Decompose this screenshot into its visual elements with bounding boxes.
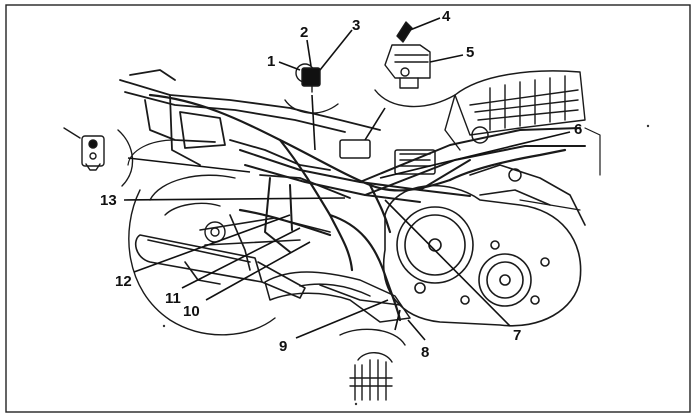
engine <box>383 164 586 327</box>
callout-3: 3 <box>352 17 360 34</box>
leader-inset-top <box>311 94 316 151</box>
callout-10: 10 <box>183 303 200 320</box>
leader-4 <box>409 17 441 31</box>
leader-inset-left <box>127 157 251 173</box>
frame-edges <box>127 127 601 211</box>
leader-7 <box>384 199 511 327</box>
motorcycle-drawing <box>119 69 601 336</box>
leader-8 <box>407 319 426 341</box>
callout-2: 2 <box>300 24 308 41</box>
callout-13: 13 <box>100 192 117 209</box>
callout-5: 5 <box>466 44 474 61</box>
callout-1: 1 <box>267 53 275 70</box>
leader-10 <box>205 241 311 301</box>
diagram-frame <box>5 4 691 413</box>
leader-inset-bottom <box>394 309 401 331</box>
inset-connector-top <box>284 63 339 114</box>
leader-2 <box>306 39 312 67</box>
callout-6: 6 <box>574 121 582 138</box>
leader-5 <box>429 54 464 63</box>
inset-switch-left <box>63 127 134 187</box>
cylinder-head <box>444 70 586 151</box>
leader-lines <box>123 17 571 341</box>
callout-labels: 1 2 3 4 5 6 7 8 9 10 11 12 13 <box>100 8 582 361</box>
inset-pipe-bottom <box>339 328 406 401</box>
leader-inset-top-right <box>364 107 386 141</box>
callout-11: 11 <box>165 290 181 307</box>
leader-6 <box>379 131 571 179</box>
leader-13 <box>123 197 346 201</box>
inset-connector-top-right <box>374 21 456 108</box>
exhaust-pipe <box>264 271 411 323</box>
rear-frame <box>119 69 381 199</box>
swing-arm <box>199 214 401 306</box>
leader-12 <box>133 214 291 273</box>
callout-4: 4 <box>442 8 451 25</box>
callout-12: 12 <box>115 273 132 290</box>
speck-marks <box>162 124 650 406</box>
electrical-box <box>339 126 522 182</box>
leader-9 <box>295 299 389 339</box>
callout-9: 9 <box>279 338 287 355</box>
callout-7: 7 <box>513 327 521 344</box>
leader-3 <box>319 29 353 71</box>
callout-8: 8 <box>421 344 429 361</box>
wiring-harness <box>148 93 567 322</box>
leader-11 <box>181 227 301 289</box>
leader-1 <box>278 61 301 71</box>
